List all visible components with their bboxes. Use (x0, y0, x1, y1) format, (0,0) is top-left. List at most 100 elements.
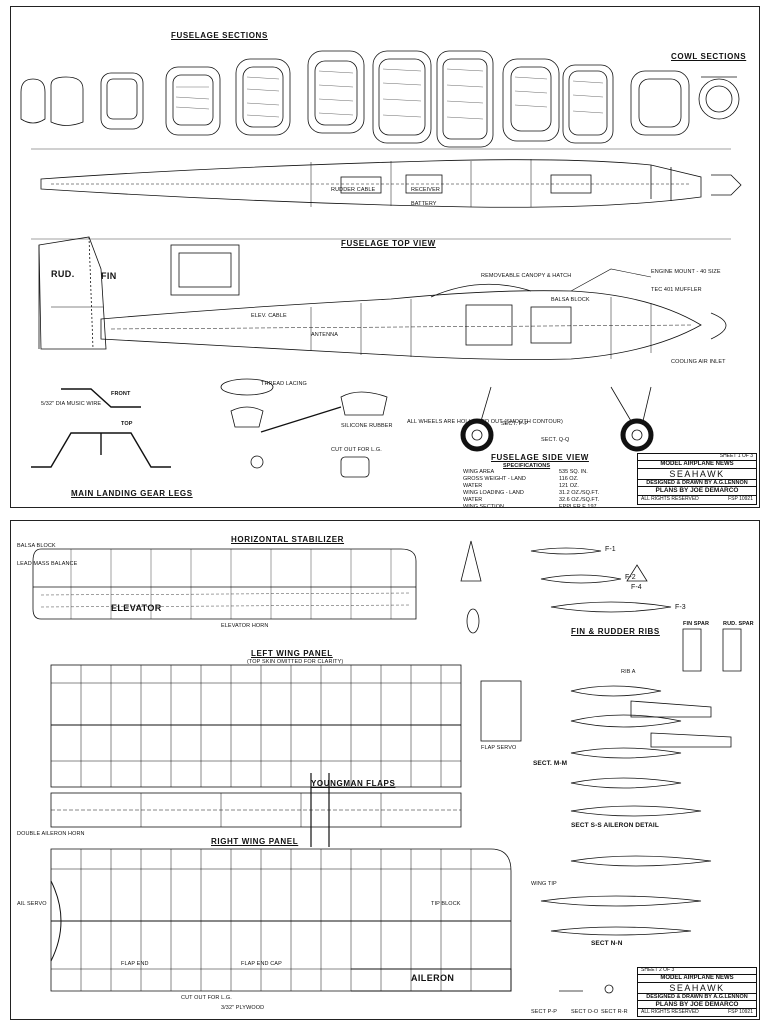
designer-credit: DESIGNED & DRAWN BY A.G.LENNON (638, 993, 756, 1000)
cut-out-lg-label: CUT OUT FOR L.G. (331, 447, 382, 453)
spec-value: 121 OZ. (559, 483, 579, 489)
fuselage-top-view-heading: FUSELAGE TOP VIEW (341, 239, 436, 248)
title-block-sheet-2: SHEET 2 OF 3 MODEL AIRPLANE NEWS SEAHAWK… (637, 967, 757, 1017)
sect-nn-label: SECT N-N (591, 940, 623, 947)
fuselage-side-view-heading: FUSELAGE SIDE VIEW (491, 453, 589, 462)
spec-key: GROSS WEIGHT - LAND (463, 476, 526, 482)
spec-key: WING AREA (463, 469, 495, 475)
spec-row: WING AREA 535 SQ. IN. (463, 469, 631, 476)
silicone-rubber-label: SILICONE RUBBER (341, 423, 393, 429)
fin-label: FIN (101, 271, 117, 281)
aileron-label: AILERON (411, 973, 455, 983)
spec-key: WATER (463, 483, 483, 489)
spec-row: WING SECTION EPPLER E 197 (463, 504, 631, 508)
cooling-air-inlet-label: COOLING AIR INLET (671, 359, 726, 365)
specifications-heading: SPECIFICATIONS (503, 463, 551, 469)
elevator-label: ELEVATOR (111, 603, 162, 613)
spec-value: 116 OZ. (559, 476, 579, 482)
landing-gear-legs (31, 388, 171, 468)
spec-key: WATER (463, 497, 483, 503)
receiver-label: RECEIVER (411, 187, 440, 193)
rights-reserved: ALL RIGHTS RESERVED (638, 495, 756, 502)
designer-credit: DESIGNED & DRAWN BY A.G.LENNON (638, 479, 756, 486)
removeable-canopy-label: REMOVEABLE CANOPY & HATCH (481, 273, 572, 279)
tip-block-label: TIP BLOCK (431, 901, 461, 907)
main-landing-gear-heading: MAIN LANDING GEAR LEGS (71, 489, 193, 498)
rud-label: RUD. (51, 269, 75, 279)
publication-name: MODEL AIRPLANE NEWS (638, 460, 756, 467)
plan-code: FSP 10921 (728, 496, 753, 502)
spec-row: WATER 121 OZ. (463, 483, 631, 490)
cowl-sections-heading: COWL SECTIONS (671, 52, 747, 61)
elev-cable-label: ELEV. CABLE (251, 313, 287, 319)
f2-label: F-2 (625, 574, 636, 581)
sheet-2-wing-tail: HORIZONTAL STABILIZER ELEVATOR LEFT WING… (10, 520, 760, 1020)
sheet-1-fuselage: FUSELAGE SECTIONS COWL SECTIONS FUSELAGE… (10, 6, 760, 508)
f4-label: F-4 (631, 584, 642, 591)
f1-label: F-1 (605, 546, 616, 553)
rudder-cable-label: RUDDER CABLE (331, 187, 376, 193)
fuselage-side-profile (40, 159, 742, 208)
youngman-flaps (50, 773, 462, 847)
left-wing-note: (TOP SKIN OMITTED FOR CLARITY) (247, 659, 344, 665)
rib-a-label: RIB A (621, 669, 636, 675)
all-wheels-label: ALL WHEELS ARE HOLLOWED OUT (SMOOTH CONT… (407, 419, 563, 425)
cut-out-lg-label: CUT OUT FOR L.G. (181, 995, 232, 1001)
aileron-details (540, 685, 732, 936)
plans-by-credit: PLANS BY JOE DEMARCO (638, 1000, 756, 1008)
sheet-2-drawing (32, 540, 742, 1000)
balsa-block-label: BALSA BLOCK (551, 297, 590, 303)
plan-title: SEAHAWK (638, 982, 756, 993)
spec-value: 31.2 OZ./SQ.FT. (559, 490, 600, 496)
thread-lacing-label: THREAD LACING (261, 381, 307, 387)
fuselage-sections (20, 50, 740, 148)
front-label: FRONT (111, 391, 131, 397)
right-wing-panel-heading: RIGHT WING PANEL (211, 837, 299, 846)
specifications-block: SPECIFICATIONS WING AREA 535 SQ. IN. GROSS… (463, 463, 631, 508)
music-wire-label: 5/32" DIA MUSIC WIRE (41, 401, 102, 407)
title-block-sheet-1: SHEET 1 OF 3 MODEL AIRPLANE NEWS SEAHAWK… (637, 453, 757, 505)
sheet-number: SHEET 2 OF 3 (641, 967, 675, 973)
flap-servo-label: FLAP SERVO (481, 745, 517, 751)
spec-value: 535 SQ. IN. (559, 469, 588, 475)
publication-name: MODEL AIRPLANE NEWS (638, 974, 756, 981)
spec-value: EPPLER E 197 (559, 504, 597, 508)
tec-muffler-label: TEC 401 MUFFLER (651, 287, 702, 293)
left-wing-panel (50, 664, 522, 788)
sect-label-3: SECT R-R (601, 1009, 628, 1015)
balsa-block-label: BALSA BLOCK (17, 543, 56, 549)
battery-label: BATTERY (411, 201, 437, 207)
sect-mm-label: SECT. M-M (533, 760, 568, 767)
fuselage-sections-heading: FUSELAGE SECTIONS (171, 31, 268, 40)
wheels (460, 386, 654, 452)
double-aileron-horn-label: DOUBLE AILERON HORN (17, 831, 85, 837)
top-label: TOP (121, 421, 133, 427)
youngman-flaps-heading: YOUNGMAN FLAPS (311, 779, 396, 788)
sect-q-label: SECT. Q-Q (541, 437, 570, 443)
flap-end-label: FLAP END (121, 961, 149, 967)
fuselage-top-view (100, 268, 727, 360)
sheet-number: SHEET 1 OF 3 (719, 453, 753, 459)
left-wing-panel-heading: LEFT WING PANEL (251, 649, 333, 658)
f3-label: F-3 (675, 604, 686, 611)
sect-ss-label: SECT S-S AILERON DETAIL (571, 822, 659, 829)
spec-key: WING SECTION (463, 504, 504, 508)
horizontal-stabilizer (32, 548, 417, 620)
fin-rudder (38, 236, 107, 350)
rights-reserved: ALL RIGHTS RESERVED (638, 1008, 756, 1015)
rud-spar-label: RUD. SPAR (723, 621, 754, 627)
plan-title: SEAHAWK (638, 468, 756, 479)
antenna-label: ANTENNA (311, 332, 338, 338)
plan-code: FSP 10921 (728, 1009, 753, 1015)
sect-p-label: SECT. P-P (501, 421, 529, 427)
engine-mount-label: ENGINE MOUNT - 40 SIZE (651, 269, 721, 275)
lead-mass-balance-label: LEAD MASS BALANCE (17, 561, 78, 567)
flap-end-cap-label: FLAP END CAP (241, 961, 282, 967)
horizontal-stabilizer-heading: HORIZONTAL STABILIZER (231, 535, 345, 544)
fin-ribs (460, 540, 672, 634)
spec-key: WING LOADING - LAND (463, 490, 524, 496)
plywood-label: 3/32" PLYWOOD (221, 1005, 265, 1011)
fin-spar-label: FIN SPAR (683, 621, 710, 627)
sect-label-2: SECT O-O (571, 1009, 599, 1015)
